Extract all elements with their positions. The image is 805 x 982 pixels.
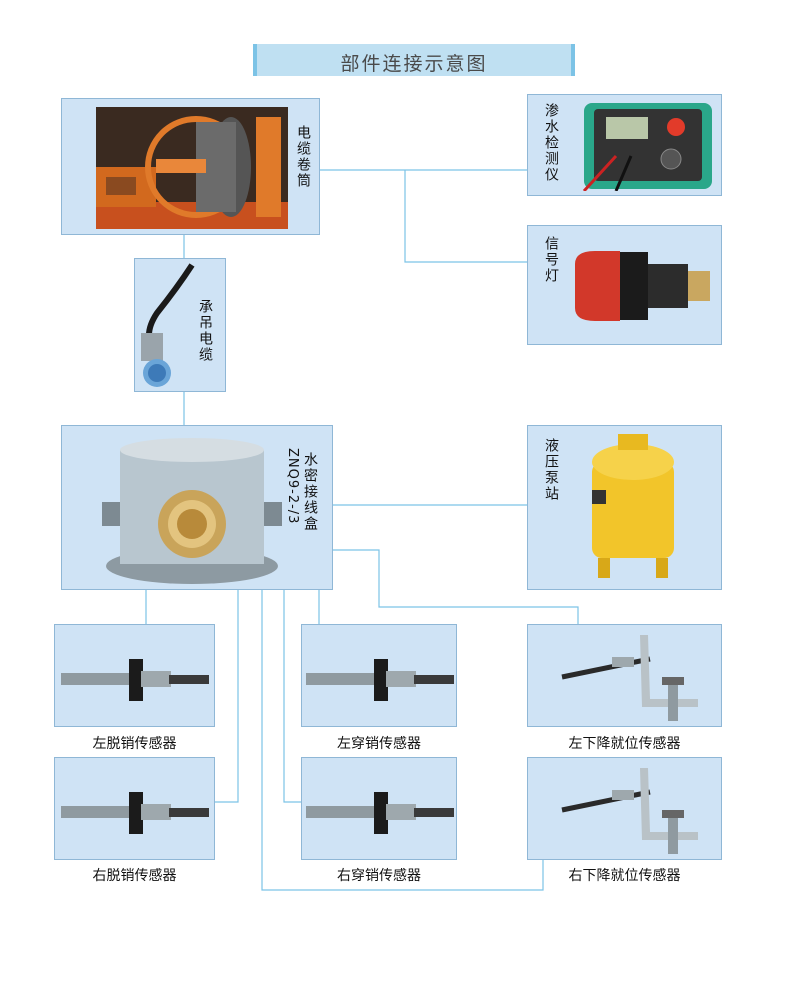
- sensor-box-right-descend: [527, 757, 722, 860]
- cable-drum-box: 电缆卷筒: [61, 98, 320, 235]
- sensor-caption-right-unpin: 右脱销传感器: [92, 868, 177, 884]
- sensor-box-right-unpin: [54, 757, 215, 860]
- hydraulic-pump-label: 液压泵站: [543, 438, 559, 502]
- support-cable-box: 承吊电缆: [134, 258, 226, 392]
- hydraulic-pump-box: 液压泵站: [527, 425, 722, 590]
- sensor-box-left-unpin: [54, 624, 215, 727]
- pin-sensor-photo: [61, 659, 209, 701]
- diagram-title: 部件连接示意图: [340, 53, 488, 75]
- leak-detector-label: 渗水检测仪: [543, 103, 559, 183]
- junction-box-label: 水密接线盒: [302, 452, 318, 532]
- sensor-box-left-pin: [301, 624, 457, 727]
- leak-detector-box: 渗水检测仪: [527, 94, 722, 196]
- support-cable-label: 承吊电缆: [197, 299, 213, 363]
- signal-light-label: 信号灯: [543, 236, 559, 284]
- leak-detector-photo: [582, 103, 712, 191]
- cable-drum-label: 电缆卷筒: [295, 125, 311, 189]
- pin-sensor-photo: [61, 792, 209, 834]
- position-sensor-photo: [561, 768, 698, 854]
- junction-box-box: 水密接线盒 ZNQ9-2-/3: [61, 425, 333, 590]
- junction-box-model: ZNQ9-2-/3: [285, 448, 300, 525]
- position-sensor-photo: [561, 635, 698, 721]
- signal-light-box: 信号灯: [527, 225, 722, 345]
- sensor-caption-left-pin: 左穿销传感器: [337, 736, 421, 752]
- sensor-caption-left-descend: 左下降就位传感器: [568, 736, 681, 752]
- sensor-caption-left-unpin: 左脱销传感器: [92, 736, 177, 752]
- pin-sensor-photo: [306, 659, 454, 701]
- cable-drum-photo: [96, 107, 288, 229]
- pin-sensor-photo: [306, 792, 454, 834]
- diagram-title-bar: 部件连接示意图: [253, 44, 575, 76]
- hydraulic-pump-photo: [592, 434, 674, 578]
- sensor-box-left-descend: [527, 624, 722, 727]
- sensor-box-right-pin: [301, 757, 457, 860]
- signal-light-photo: [575, 251, 710, 321]
- sensor-caption-right-descend: 右下降就位传感器: [568, 868, 681, 884]
- support-cable-photo: [141, 263, 195, 387]
- sensor-caption-right-pin: 右穿销传感器: [337, 868, 421, 884]
- junction-box-photo: [102, 438, 282, 584]
